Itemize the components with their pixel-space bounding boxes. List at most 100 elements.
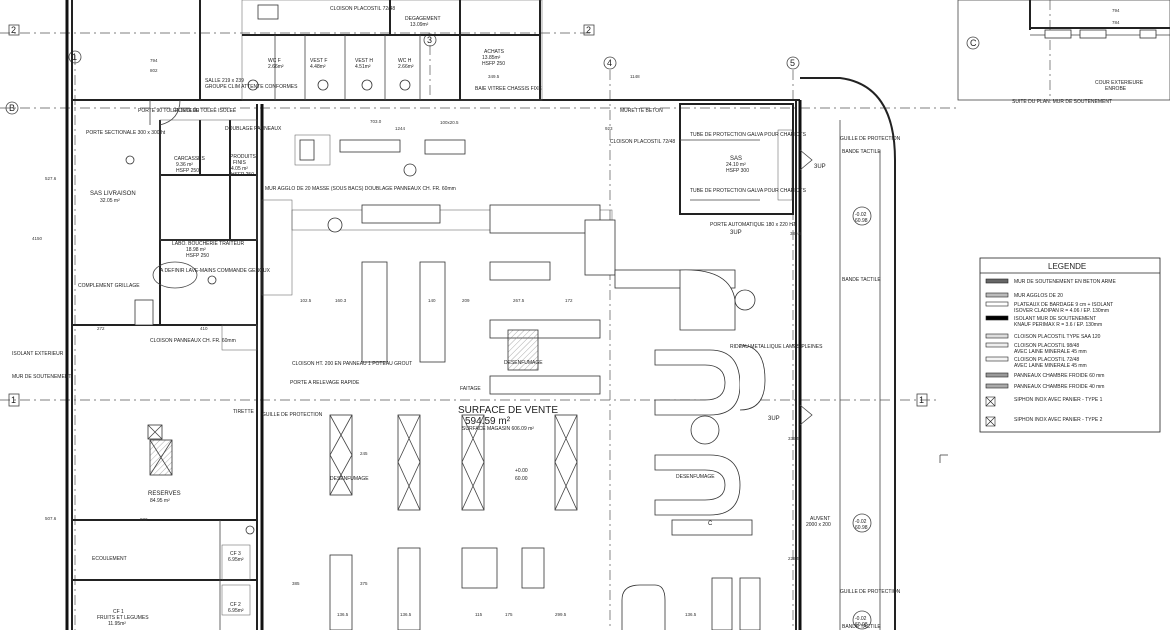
svg-text:349.5: 349.5 <box>488 74 500 79</box>
svg-text:HSFP 250: HSFP 250 <box>482 61 505 67</box>
svg-text:5: 5 <box>790 58 795 68</box>
svg-text:DESENFUMAGE: DESENFUMAGE <box>504 360 543 366</box>
svg-text:COMPLEMENT GRILLAGE: COMPLEMENT GRILLAGE <box>78 283 140 289</box>
inset-plan: COUR EXTERIEURE ENROBE SUITE DU PLAN: MU… <box>957 0 1170 105</box>
svg-text:832: 832 <box>140 517 148 522</box>
svg-text:DESENFUMAGE: DESENFUMAGE <box>330 476 369 482</box>
svg-text:DESENFUMAGE: DESENFUMAGE <box>676 474 715 480</box>
svg-text:2: 2 <box>586 25 591 35</box>
svg-text:60.98: 60.98 <box>855 622 868 628</box>
svg-text:BANDE TACTILE: BANDE TACTILE <box>842 149 881 155</box>
svg-text:339.5: 339.5 <box>788 436 800 441</box>
axis-marker-b: B <box>5 101 19 115</box>
svg-text:WC H: WC H <box>398 58 412 64</box>
svg-text:24.10 m²: 24.10 m² <box>726 162 746 168</box>
svg-text:GUILLE DE PROTECTION: GUILLE DE PROTECTION <box>840 136 901 142</box>
svg-text:+0.00: +0.00 <box>515 468 528 474</box>
svg-text:COUR EXTERIEURE: COUR EXTERIEURE <box>1095 80 1144 86</box>
svg-text:140: 140 <box>428 298 436 303</box>
svg-text:ECOULEMENT: ECOULEMENT <box>92 556 127 562</box>
svg-text:PORTE 90 TOLEE ISOLEE: PORTE 90 TOLEE ISOLEE <box>175 108 237 114</box>
legend-swatch <box>985 372 1009 378</box>
legend-item-label: ISOVER CLADIPAN R = 4.06 / EP. 130mm <box>1014 308 1109 314</box>
svg-text:GROUPE CLIM ATTENTE CONFORMES: GROUPE CLIM ATTENTE CONFORMES <box>205 84 298 90</box>
legend-item-label: MUR AGGLOS DE 20 <box>1014 293 1063 299</box>
svg-text:SAS LIVRAISON: SAS LIVRAISON <box>90 191 136 197</box>
svg-text:CF 3: CF 3 <box>230 551 241 557</box>
svg-text:84.95 m²: 84.95 m² <box>150 498 170 504</box>
svg-text:1148: 1148 <box>630 74 640 79</box>
svg-text:527.6: 527.6 <box>45 176 57 181</box>
svg-text:PORTE 90 TOLEE ISOLEE: PORTE 90 TOLEE ISOLEE <box>138 108 200 114</box>
legend: LEGENDE MUR DE SOUTENEMENT EN BETON ARME… <box>979 257 1161 433</box>
legend-title: LEGENDE <box>1048 262 1086 271</box>
svg-text:PORTE SECTIONALE 300 x 300 ht: PORTE SECTIONALE 300 x 300 ht <box>86 130 166 136</box>
svg-text:TIRETTE: TIRETTE <box>233 409 254 415</box>
svg-text:2000 x 200: 2000 x 200 <box>806 522 831 528</box>
svg-text:PORTE A RELEVAGE RAPIDE: PORTE A RELEVAGE RAPIDE <box>290 380 360 386</box>
legend-item-label: CLOISON PLACOSTIL 98/48 <box>1014 343 1079 349</box>
svg-text:410: 410 <box>200 326 208 331</box>
svg-text:MUR AGGLO DE 20 MASSE (SOUS BA: MUR AGGLO DE 20 MASSE (SOUS BACS) DOUBLA… <box>265 186 456 192</box>
dimensions: 1148 1244 703.0 923 100x20.5 794 802 349… <box>32 58 802 617</box>
svg-text:CLOISON PLACOSTIL 72/48: CLOISON PLACOSTIL 72/48 <box>330 6 395 12</box>
legend-item-label: SIPHON INOX AVEC PANIER - TYPE 1 <box>1014 397 1103 403</box>
svg-text:CLOISON PLACOSTIL 72/48: CLOISON PLACOSTIL 72/48 <box>610 139 675 145</box>
svg-text:C: C <box>708 521 713 527</box>
svg-text:60.98: 60.98 <box>855 218 868 224</box>
svg-text:1: 1 <box>72 52 77 62</box>
svg-text:9.36 m²: 9.36 m² <box>176 162 193 168</box>
svg-text:FAITAGE: FAITAGE <box>460 386 481 392</box>
axis-marker-col-4: 4 <box>603 56 617 70</box>
axis-marker-2-left: 2 <box>8 24 20 36</box>
svg-text:CF 1: CF 1 <box>113 609 124 615</box>
svg-text:228.5: 228.5 <box>788 556 800 561</box>
svg-text:LABO. BOUCHERIE TRAITEUR: LABO. BOUCHERIE TRAITEUR <box>172 241 245 247</box>
svg-text:4: 4 <box>607 58 612 68</box>
svg-text:GUILLE DE PROTECTION: GUILLE DE PROTECTION <box>262 412 323 418</box>
svg-text:RESERVES: RESERVES <box>148 491 181 497</box>
svg-text:BANDE TACTILE: BANDE TACTILE <box>842 624 881 630</box>
svg-text:PRODUITS: PRODUITS <box>230 154 257 160</box>
svg-text:2.66m²: 2.66m² <box>398 64 414 70</box>
svg-text:DEGAGEMENT: DEGAGEMENT <box>405 16 441 22</box>
svg-text:C: C <box>970 38 977 48</box>
exterior-right: -0.02 60.98 -0.02 60.98 -0.02 60.98 GUIL… <box>799 120 948 630</box>
axis-grid <box>0 0 1051 630</box>
svg-text:SURFACE DE VENTE: SURFACE DE VENTE <box>458 405 558 416</box>
legend-swatch <box>985 356 1009 362</box>
svg-text:ACHATS: ACHATS <box>484 49 505 55</box>
svg-text:18.98 m²: 18.98 m² <box>186 247 206 253</box>
axis-marker-1-right: 1 <box>916 393 928 407</box>
axis-marker-col-5: 5 <box>786 56 800 70</box>
siphon-icon <box>985 396 996 407</box>
legend-swatch <box>985 342 1009 348</box>
axis-marker-col-1: 1 <box>68 50 82 64</box>
legend-swatch <box>985 301 1009 307</box>
svg-text:3UP: 3UP <box>768 416 780 422</box>
svg-text:VEST H: VEST H <box>355 58 373 64</box>
legend-swatch <box>985 383 1009 389</box>
svg-text:-0.02: -0.02 <box>855 519 867 525</box>
svg-text:AUVENT: AUVENT <box>810 516 830 522</box>
svg-text:60.98: 60.98 <box>855 525 868 531</box>
svg-text:CLOISON PANNEAUX CH. FR. 60mm: CLOISON PANNEAUX CH. FR. 60mm <box>150 338 236 344</box>
svg-text:SAS: SAS <box>730 156 742 162</box>
svg-text:209: 209 <box>462 298 470 303</box>
svg-text:4150: 4150 <box>32 236 43 241</box>
legend-swatch <box>985 278 1009 284</box>
svg-text:PORTE AUTOMATIQUE 180 x 220 HT: PORTE AUTOMATIQUE 180 x 220 HT <box>710 222 796 228</box>
svg-text:FINIS: FINIS <box>233 160 246 166</box>
svg-text:CARCASSES: CARCASSES <box>174 156 206 162</box>
svg-text:HSFP 250: HSFP 250 <box>186 253 209 259</box>
top-rooms: CLOISON PLACOSTIL 72/48 DEGAGEMENT 13.09… <box>138 0 542 114</box>
legend-item-label: CLOISON PLACOSTIL TYPE SAA 120 <box>1014 334 1101 340</box>
svg-text:13.09m²: 13.09m² <box>410 22 429 28</box>
legend-item-label: AVEC LAINE MINERALE 45 mm <box>1014 363 1087 369</box>
svg-text:BAIE VITREE CHASSIS FIXE: BAIE VITREE CHASSIS FIXE <box>475 86 542 92</box>
svg-text:ENROBE: ENROBE <box>1105 86 1127 92</box>
svg-text:TUBE DE PROTECTION GALVA POUR: TUBE DE PROTECTION GALVA POUR CHARIOTS <box>690 188 807 194</box>
